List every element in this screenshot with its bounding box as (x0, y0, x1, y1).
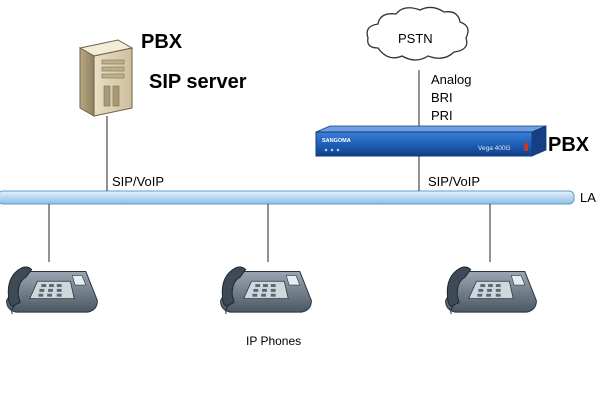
sip-voip-right-label: SIP/VoIP (428, 174, 481, 189)
pbx-right-label: PBX (548, 134, 590, 156)
sip-server-label: SIP server (149, 71, 247, 93)
gateway-model-label: Vega 400G (478, 145, 511, 152)
pbx-left-label: PBX (141, 31, 183, 53)
lan-label: LA (580, 190, 596, 205)
pri-label: PRI (431, 108, 453, 123)
gateway-brand-label: SANGOMA (322, 138, 351, 144)
analog-label: Analog (431, 72, 472, 87)
bri-label: BRI (431, 90, 453, 105)
desk-phone-icon (445, 266, 537, 315)
cloud-icon (366, 6, 469, 61)
server-tower-icon (78, 39, 134, 117)
desk-phone-icon (6, 266, 98, 315)
desk-phone-icon (220, 266, 312, 315)
gateway-appliance-icon: SANGOMA Vega 400G (315, 125, 547, 157)
sip-voip-left-label: SIP/VoIP (112, 174, 165, 189)
ip-phones-label: IP Phones (246, 334, 302, 348)
connection-lines (48, 70, 491, 262)
lan-bus (0, 190, 575, 205)
pstn-label: PSTN (398, 31, 433, 46)
